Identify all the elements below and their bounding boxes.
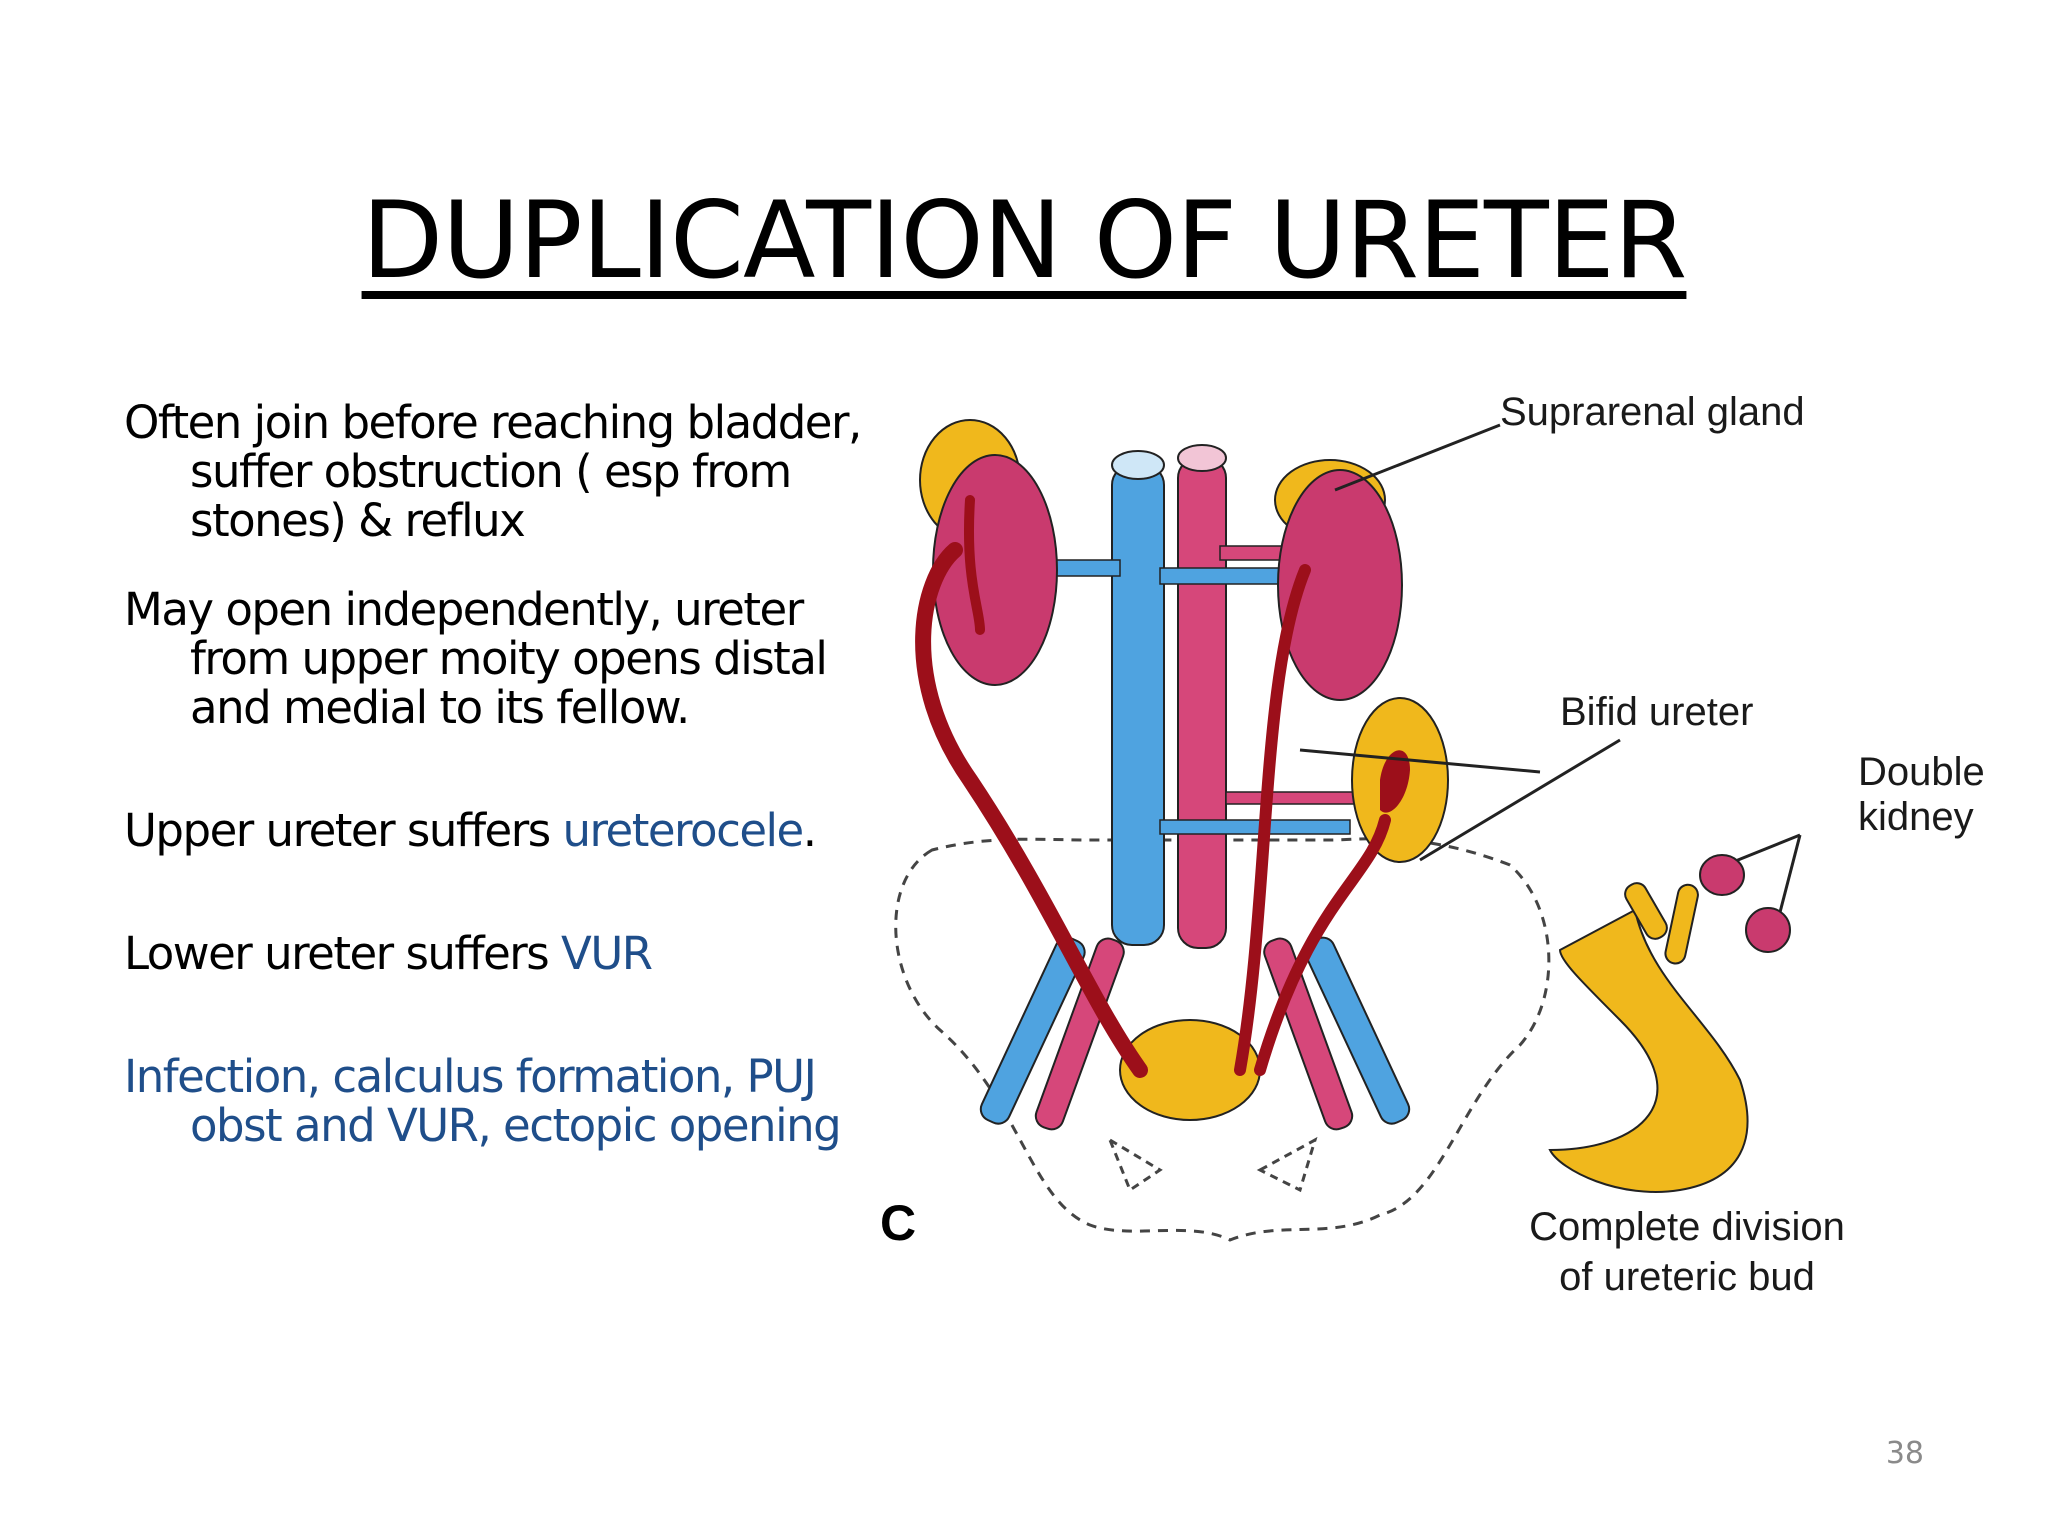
panel-letter: C: [880, 1195, 916, 1251]
double-kidney-lower: [1745, 907, 1791, 953]
inferior-vena-cava: [1111, 464, 1165, 946]
left-bifid-ureter: [915, 542, 1148, 1078]
ureteric-bud: [1548, 908, 1749, 1193]
double-kidney-label-line2: kidney: [1858, 795, 1974, 839]
complete-division-label-line1: Complete division: [1529, 1205, 1845, 1249]
highlight-text: Infection, calculus formation, PUJ obst …: [124, 1050, 842, 1152]
ureteric-bud-lower-branch: [1664, 883, 1699, 965]
slide-title: DUPLICATION OF URETER: [0, 180, 2048, 302]
page-number: 38: [1885, 1436, 1924, 1471]
right-kidney: [1277, 469, 1403, 701]
bullet-item: Infection, calculus formation, PUJ obst …: [124, 1052, 884, 1150]
bullet-item: May open independently, ureter from uppe…: [124, 583, 828, 734]
bullet-item: Lower ureter suffers VUR: [124, 927, 653, 980]
obturator-right: [1256, 1136, 1318, 1193]
aorta: [1177, 457, 1227, 949]
ureteric-bud-upper-branch: [1624, 882, 1668, 940]
bifid-ureter-label: Bifid ureter: [1560, 690, 1753, 734]
left-common-iliac-vein: [979, 936, 1086, 1125]
obturator-left: [1106, 1136, 1163, 1193]
right-ureter-lower: [1254, 814, 1391, 1076]
double-kidney-leader-line-1: [1727, 833, 1801, 866]
gonadal-artery: [1225, 791, 1357, 805]
urinary-tract-diagram: Suprarenal gland Bifid ureter Double kid…: [880, 390, 1985, 1299]
ivc-opening: [1111, 450, 1165, 480]
double-kidney-label-line1: Double: [1858, 750, 1985, 794]
bullet-list: Often join before reaching bladder, suff…: [124, 398, 884, 1150]
highlight-text: VUR: [561, 927, 653, 980]
slide-title-text: DUPLICATION OF URETER: [361, 179, 1688, 302]
right-ureter-upper: [1234, 564, 1311, 1076]
double-kidney-leader-line-2: [1776, 834, 1802, 921]
bifid-leader-line-1: [1299, 748, 1541, 774]
left-upper-ureter: [964, 495, 985, 635]
left-kidney: [932, 454, 1058, 686]
bifid-leader-line-2: [1419, 738, 1621, 862]
complete-division-label-line2: of ureteric bud: [1559, 1255, 1815, 1299]
gonadal-vein: [1159, 819, 1351, 835]
ectopic-kidney-pelvis: [1380, 750, 1410, 813]
double-kidney-upper: [1699, 854, 1745, 896]
suprarenal-leader-line: [1334, 423, 1501, 492]
suprarenal-gland-label: Suprarenal gland: [1500, 390, 1805, 434]
aorta-opening: [1177, 444, 1227, 472]
bullet-item: Often join before reaching bladder, suff…: [124, 396, 862, 547]
bullet-item: Upper ureter suffers ureterocele.: [124, 804, 817, 857]
highlight-text: ureterocele: [562, 804, 805, 857]
left-common-iliac-artery: [1034, 937, 1125, 1131]
